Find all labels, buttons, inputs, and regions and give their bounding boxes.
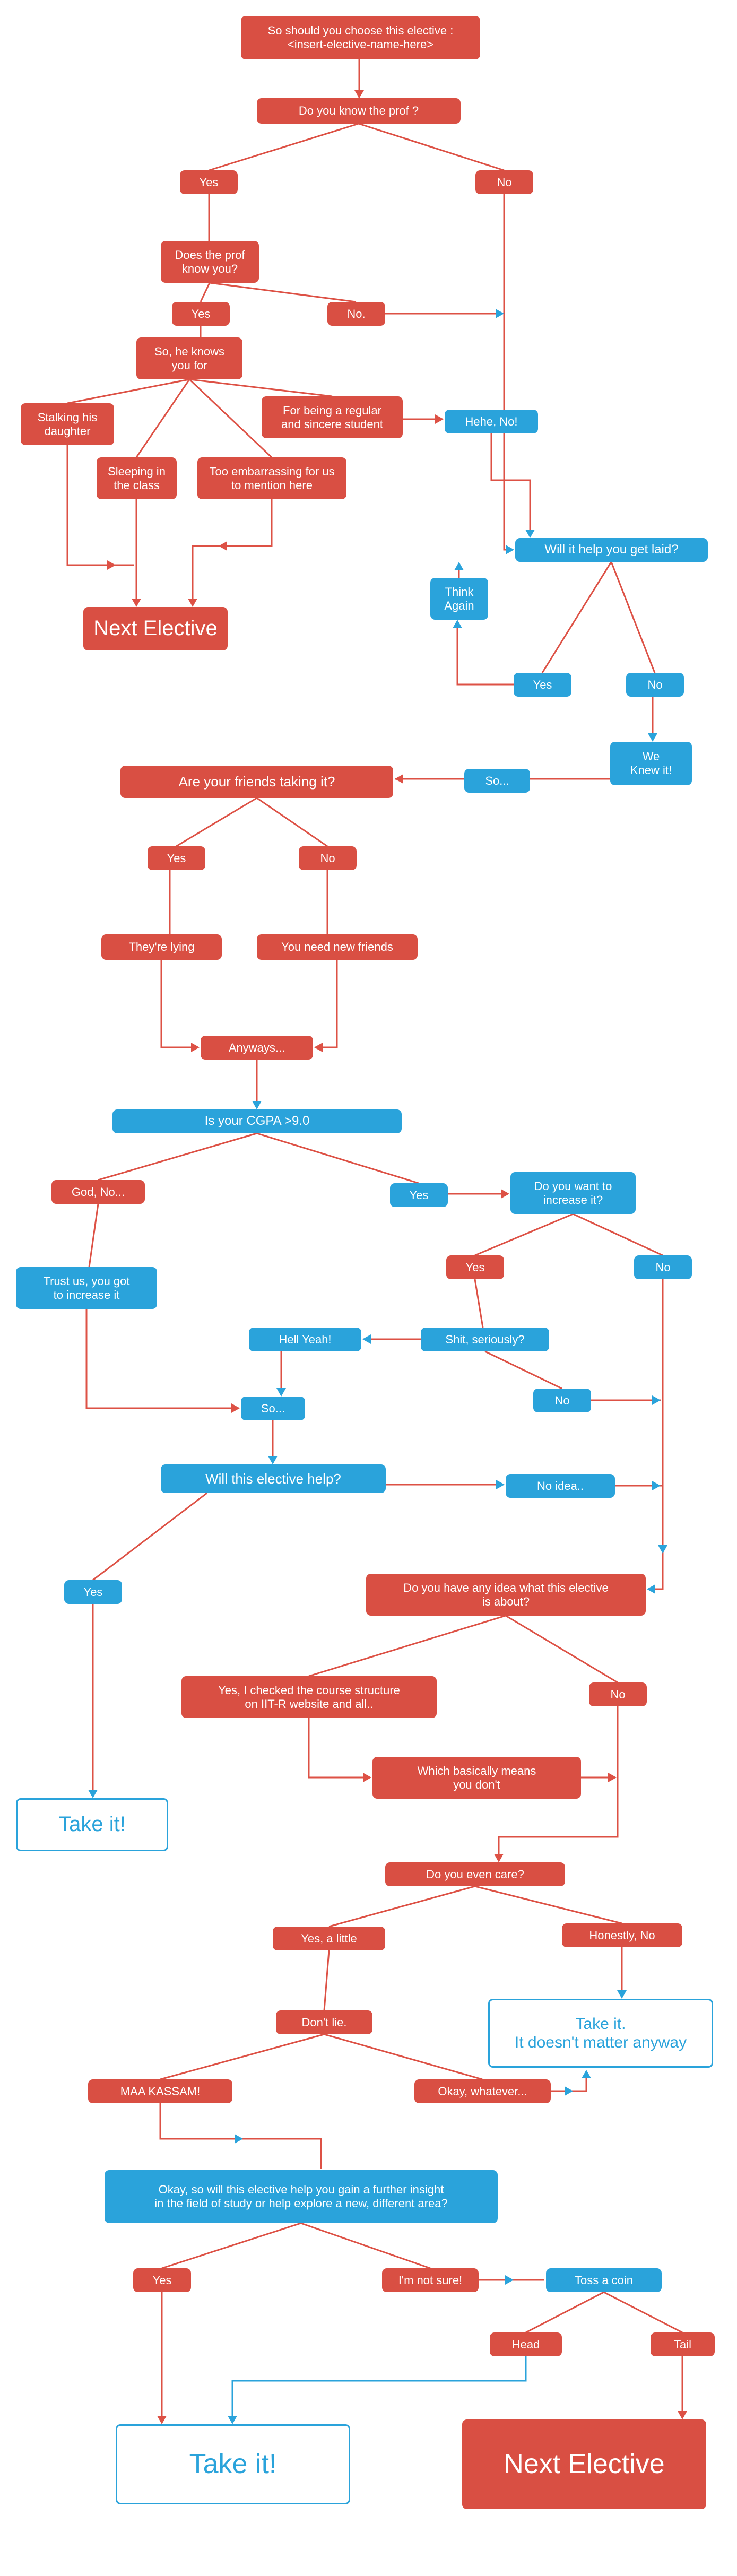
- node-we-knew-it: We Knew it!: [610, 742, 692, 785]
- node-hehe-no: Hehe, No!: [445, 410, 538, 433]
- node-basically-means: Which basically means you don't: [372, 1757, 581, 1799]
- node-take-it-1: Take it!: [16, 1798, 168, 1851]
- node-so-2: So...: [241, 1397, 305, 1420]
- node-too-embarrassing: Too embarrassing for us to mention here: [197, 457, 346, 499]
- node-shit-seriously: Shit, seriously?: [421, 1328, 549, 1351]
- node-know-prof-yes: Yes: [180, 170, 238, 194]
- node-even-care: Do you even care?: [385, 1862, 565, 1886]
- node-hell-yeah: Hell Yeah!: [249, 1328, 361, 1351]
- node-friends-taking: Are your friends taking it?: [120, 766, 393, 798]
- node-checked-structure: Yes, I checked the course structure on I…: [181, 1676, 437, 1718]
- node-know-the-prof: Do you know the prof ?: [257, 98, 461, 124]
- node-trust-us: Trust us, you got to increase it: [16, 1267, 157, 1309]
- node-seriously-no: No: [533, 1389, 591, 1412]
- node-any-idea: Do you have any idea what this elective …: [366, 1574, 646, 1616]
- node-cgpa: Is your CGPA >9.0: [112, 1109, 402, 1133]
- node-laid-no: No: [626, 673, 684, 697]
- node-head: Head: [490, 2332, 562, 2356]
- node-friends-yes: Yes: [148, 846, 205, 870]
- node-stalking-daughter: Stalking his daughter: [21, 403, 114, 445]
- node-toss-coin: Toss a coin: [546, 2268, 662, 2292]
- node-laid-yes: Yes: [514, 673, 571, 697]
- node-insight-question: Okay, so will this elective help you gai…: [105, 2170, 498, 2223]
- node-take-it-big: Take it!: [116, 2424, 350, 2504]
- node-get-laid: Will it help you get laid?: [515, 538, 708, 562]
- node-want-increase: Do you want to increase it?: [510, 1172, 636, 1214]
- node-know-prof-no: No: [475, 170, 533, 194]
- node-prof-knows-you: Does the prof know you?: [161, 241, 259, 283]
- node-next-elective-1: Next Elective: [83, 607, 228, 650]
- blue-arrowheads: [88, 309, 667, 2424]
- node-will-elective-help: Will this elective help?: [161, 1464, 386, 1493]
- node-next-elective-2: Next Elective: [462, 2419, 706, 2509]
- node-god-no: God, No...: [51, 1180, 145, 1204]
- node-not-sure: I'm not sure!: [382, 2268, 479, 2292]
- node-dont-lie: Don't lie.: [276, 2010, 372, 2034]
- blue-connector-lines: [231, 2356, 527, 2422]
- node-maa-kassam: MAA KASSAM!: [88, 2079, 232, 2103]
- node-insight-yes: Yes: [133, 2268, 191, 2292]
- node-so-1: So...: [464, 769, 530, 793]
- node-prof-knows-yes: Yes: [172, 302, 230, 326]
- node-regular-student: For being a regular and sincere student: [262, 396, 403, 438]
- node-tail: Tail: [651, 2332, 715, 2356]
- node-knows-you-for: So, he knows you for: [136, 337, 242, 379]
- node-cgpa-yes: Yes: [390, 1183, 448, 1207]
- node-sleeping-in-class: Sleeping in the class: [97, 457, 177, 499]
- node-honestly-no: Honestly, No: [562, 1923, 682, 1947]
- node-think-again: Think Again: [430, 578, 488, 620]
- red-arrowheads: [107, 90, 687, 2424]
- node-title: So should you choose this elective : <in…: [241, 16, 480, 59]
- node-help-yes: Yes: [64, 1580, 122, 1604]
- node-increase-yes: Yes: [446, 1255, 504, 1279]
- node-theyre-lying: They're lying: [101, 934, 222, 960]
- node-anyways: Anyways...: [201, 1036, 313, 1060]
- node-take-it-anyway: Take it. It doesn't matter anyway: [488, 1999, 713, 2068]
- node-need-new-friends: You need new friends: [257, 934, 418, 960]
- node-increase-no: No: [634, 1255, 692, 1279]
- node-prof-knows-no: No.: [327, 302, 385, 326]
- node-care-little: Yes, a little: [273, 1927, 385, 1950]
- node-no-idea: No idea..: [506, 1474, 615, 1498]
- node-friends-no: No: [299, 846, 357, 870]
- node-idea-no: No: [589, 1682, 647, 1706]
- node-okay-whatever: Okay, whatever...: [414, 2079, 551, 2103]
